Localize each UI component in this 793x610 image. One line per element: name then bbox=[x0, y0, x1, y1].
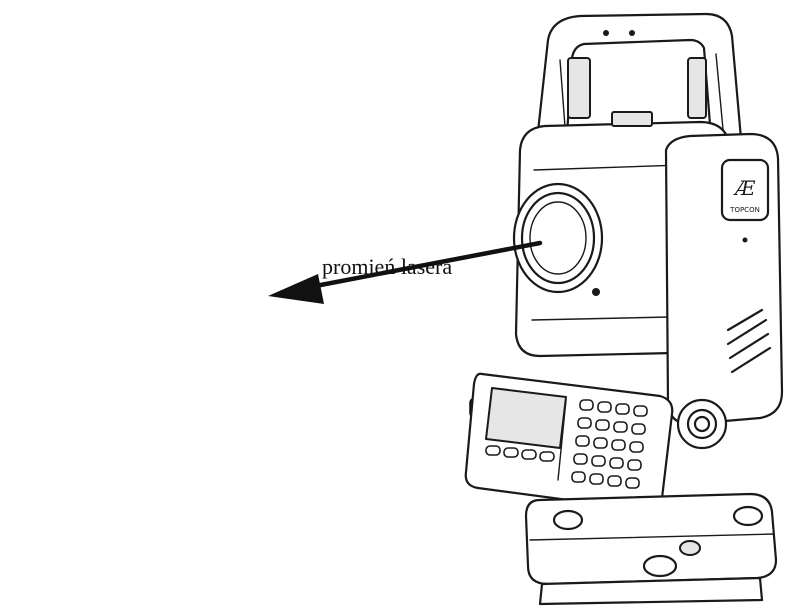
side-panel: Æ TOPCON bbox=[664, 132, 784, 426]
telescope-lens bbox=[512, 182, 604, 296]
logo-badge bbox=[720, 158, 770, 222]
tribrach-base bbox=[524, 492, 778, 606]
laser-beam-arrow bbox=[268, 240, 543, 304]
control-panel bbox=[464, 372, 674, 512]
lcd-display bbox=[485, 387, 567, 449]
svg-text:TOPCON: TOPCON bbox=[729, 206, 760, 214]
laser-beam-label: promień lasera bbox=[322, 254, 453, 279]
svg-text:Æ: Æ bbox=[733, 176, 756, 200]
adjustment-knob bbox=[676, 398, 728, 450]
keypad bbox=[485, 399, 648, 489]
vent-slots bbox=[726, 308, 772, 374]
